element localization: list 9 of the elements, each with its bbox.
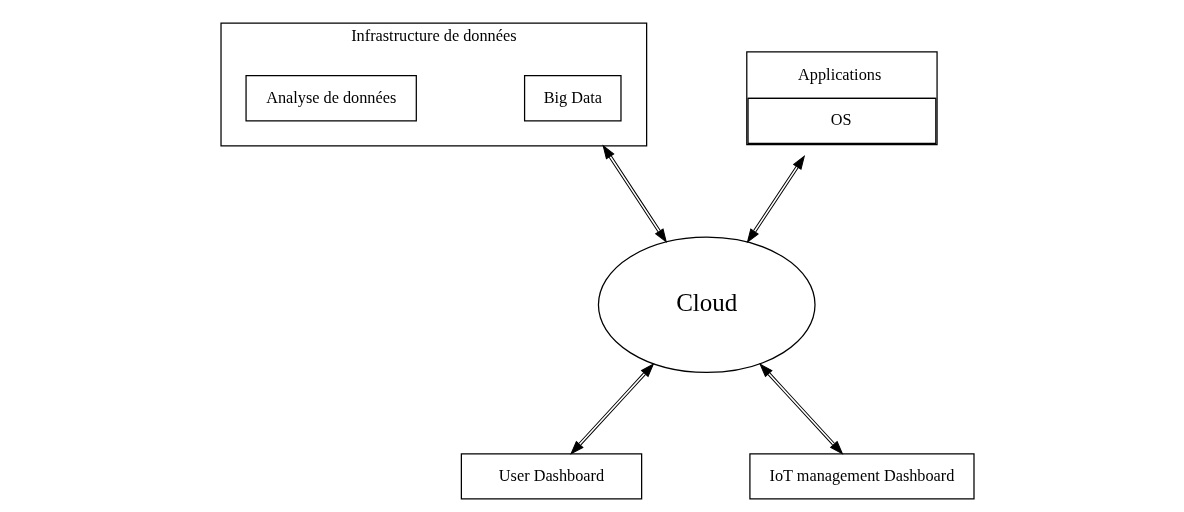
arrow — [759, 363, 843, 455]
arrow — [746, 155, 805, 243]
arrow — [570, 363, 654, 455]
node-box: User Dashboard — [460, 453, 642, 500]
node-box: Big Data — [523, 75, 622, 122]
node-box: Analyse de données — [244, 75, 417, 122]
node-box: IoT management Dashboard — [748, 453, 975, 500]
arrow — [602, 145, 667, 243]
node-ellipse: Cloud — [597, 236, 816, 374]
